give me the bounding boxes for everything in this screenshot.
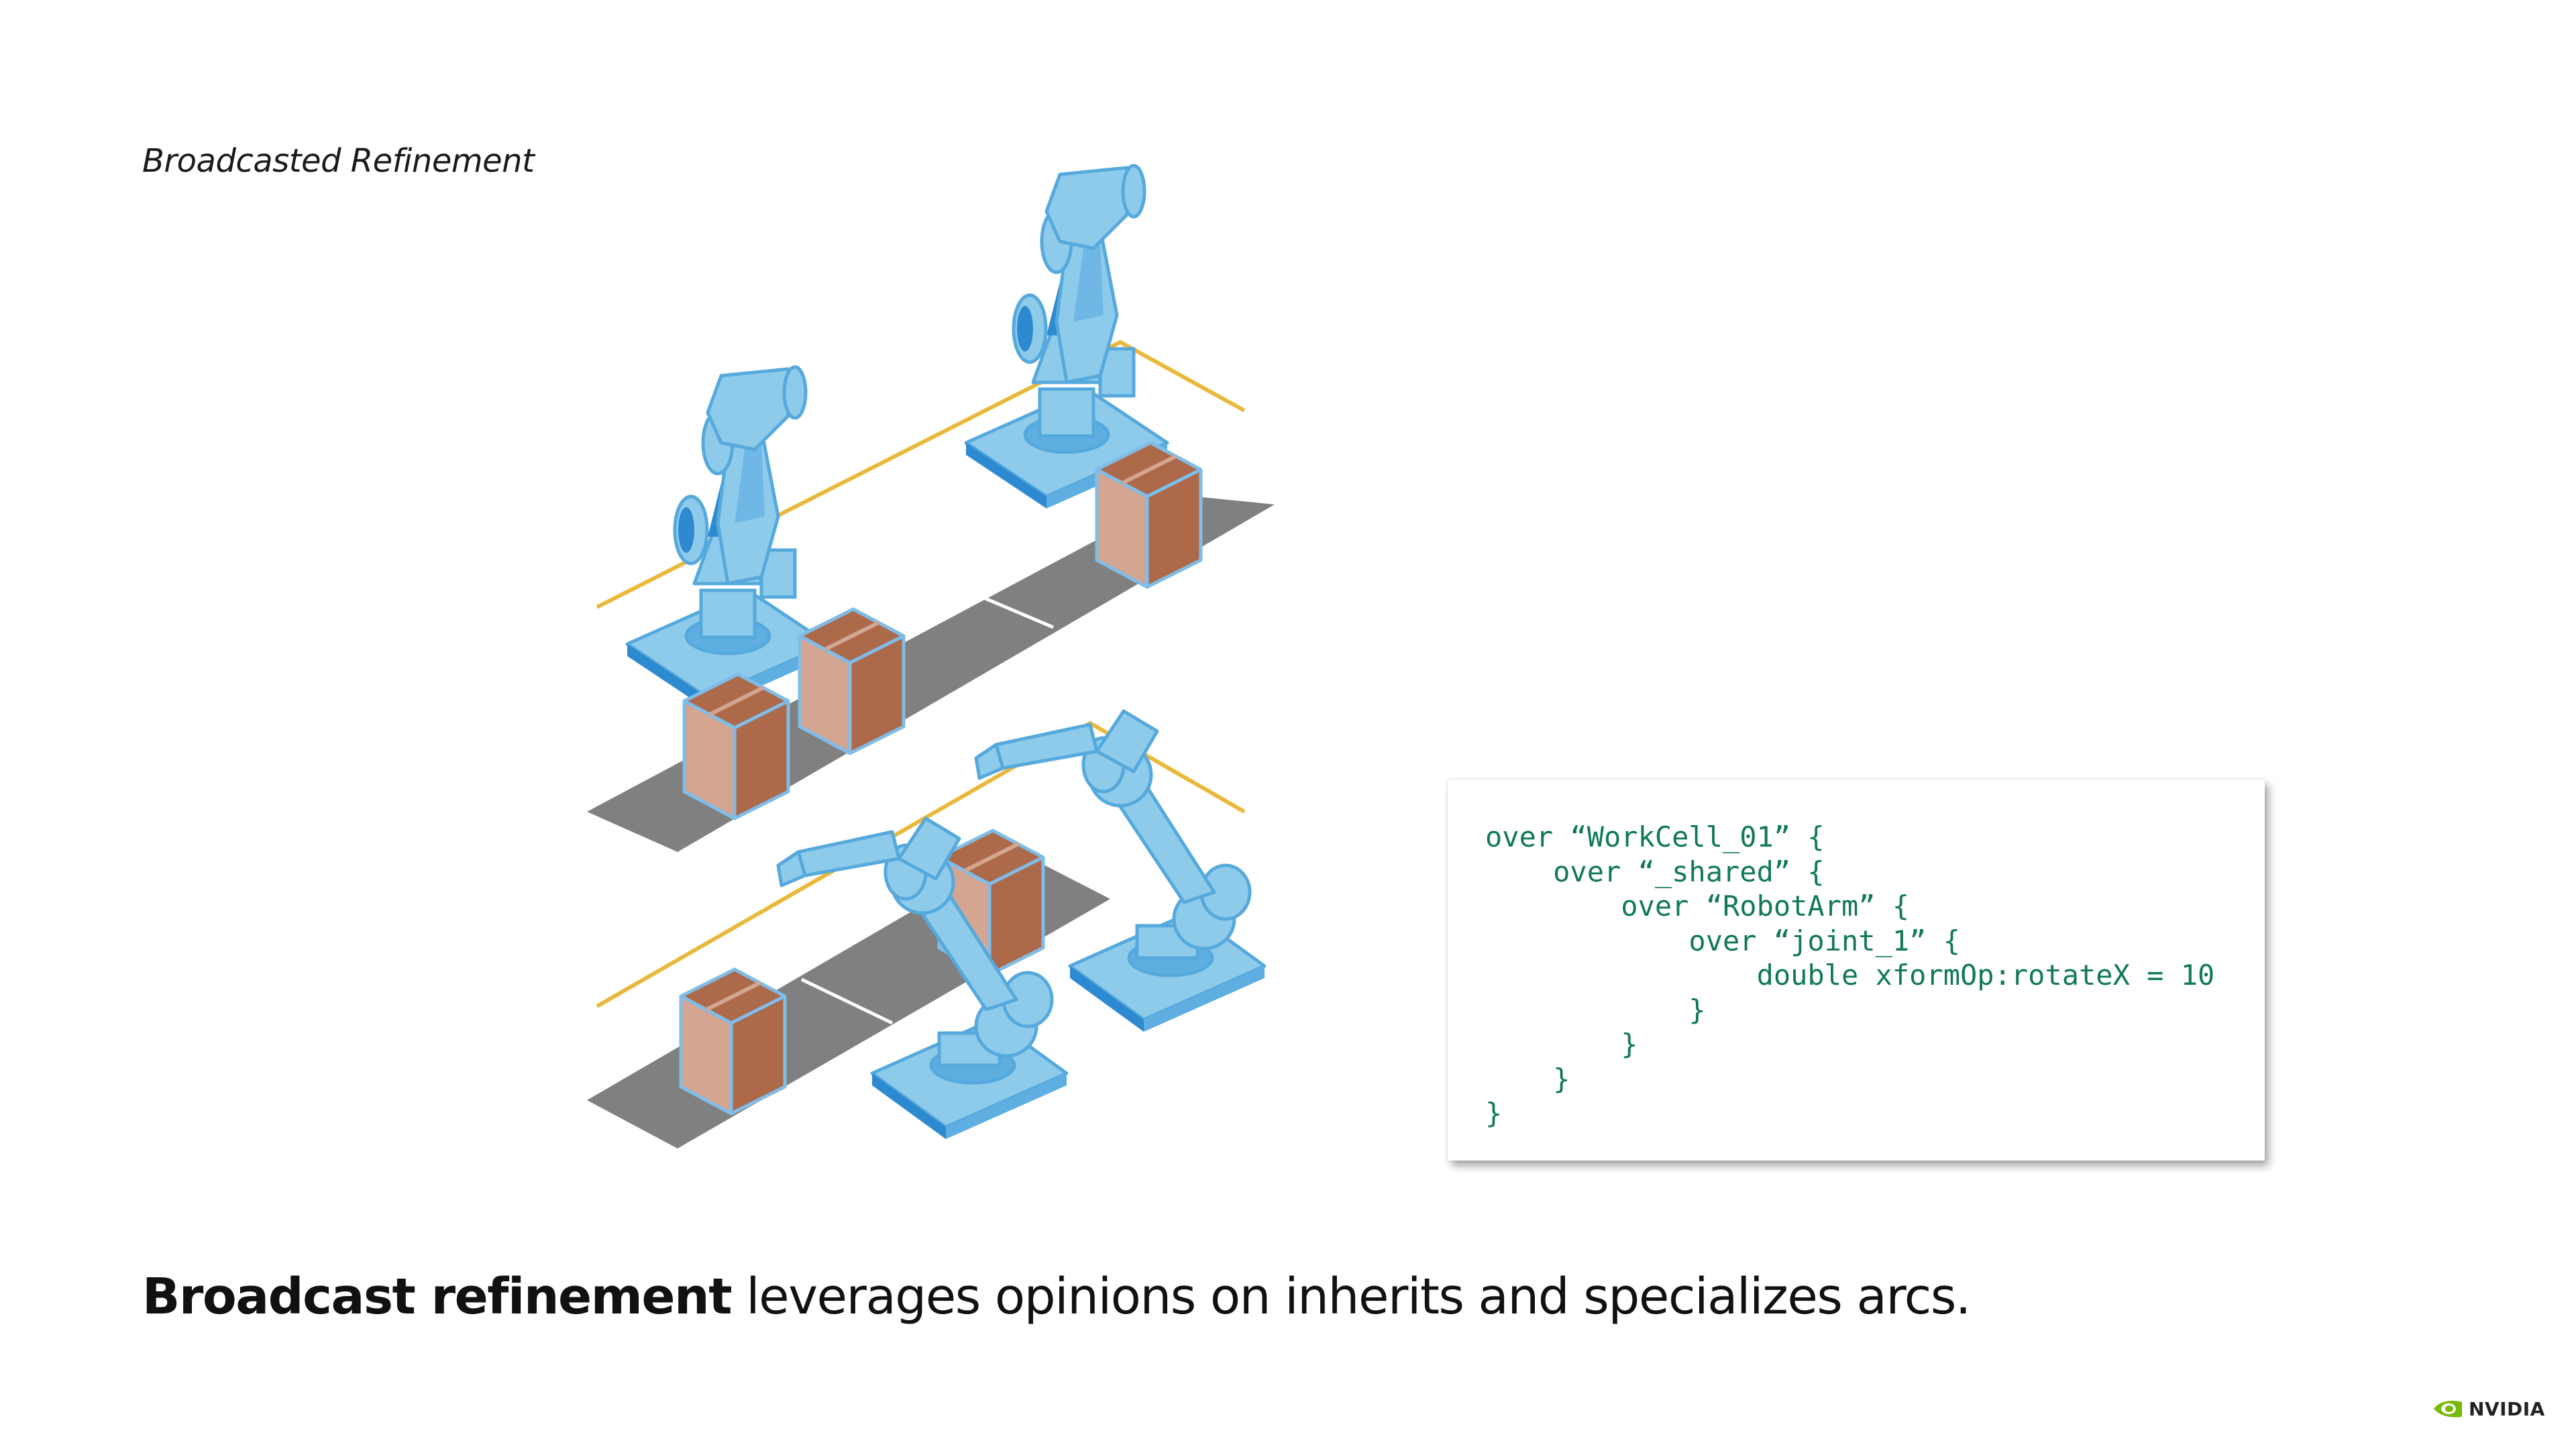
code-line: } — [1485, 1062, 1570, 1095]
caption-rest: leverages opinions on inherits and speci… — [731, 1268, 1971, 1326]
crate-upper-left — [684, 674, 788, 818]
nvidia-logo: NVIDIA — [2432, 1397, 2545, 1421]
crate-lower-left — [681, 969, 785, 1114]
code-line: over “_shared” { — [1485, 855, 1825, 888]
code-line: double xformOp:rotateX = 10 — [1485, 959, 2215, 991]
workcell-upper — [587, 166, 1275, 852]
crate-upper-mid — [800, 609, 904, 753]
code-line: over “WorkCell_01” { — [1485, 820, 1825, 853]
slide-title: Broadcasted Refinement — [142, 142, 535, 180]
code-line: over “RobotArm” { — [1485, 890, 1910, 922]
code-line: } — [1485, 1028, 1638, 1061]
nvidia-wordmark: NVIDIA — [2469, 1397, 2545, 1420]
crate-upper-right — [1097, 443, 1201, 587]
code-line: over “joint_1” { — [1485, 924, 1961, 957]
code-line: } — [1485, 993, 1706, 1026]
usd-code-panel: over “WorkCell_01” { over “_shared” { ov… — [1448, 780, 2265, 1161]
nvidia-eye-icon — [2434, 1401, 2462, 1417]
slide-caption: Broadcast refinement leverages opinions … — [142, 1268, 1971, 1326]
workcell-lower — [587, 711, 1265, 1148]
code-line: } — [1485, 1097, 1503, 1130]
caption-bold: Broadcast refinement — [142, 1268, 733, 1326]
